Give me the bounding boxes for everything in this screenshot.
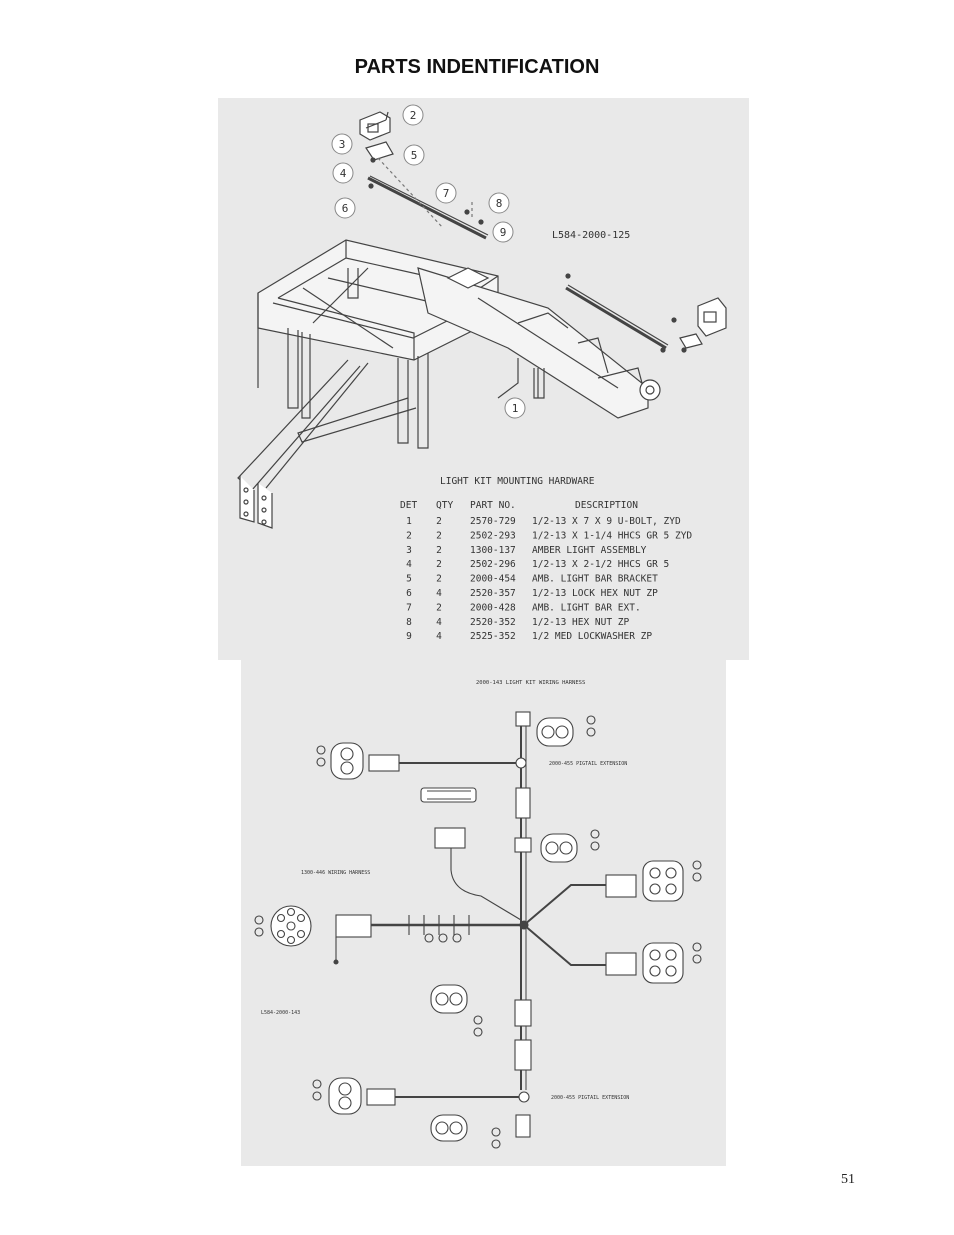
table-cell: 6 (406, 588, 412, 599)
mounting-drawing: 2 3 5 4 6 7 8 9 1 L584-2000-125 LIGHT KI… (237, 104, 727, 642)
u-bolt (533, 368, 545, 399)
table-cell: 2000-428 (470, 602, 516, 613)
callout-3 (331, 133, 353, 155)
svg-text:QTY: QTY (436, 500, 453, 511)
table-cell: 9 (406, 631, 412, 642)
table-cell: 2 (436, 545, 442, 556)
light-bar-extension (367, 176, 487, 240)
parts-table: LIGHT KIT MOUNTING HARDWARE DET QTY PART… (400, 476, 692, 642)
table-cell: 1/2-13 LOCK HEX NUT ZP (532, 588, 658, 599)
plug-bottom-center (430, 1114, 468, 1142)
svg-text:2: 2 (410, 109, 417, 122)
svg-text:1: 1 (512, 402, 519, 415)
table-cell: 2502-296 (470, 559, 516, 570)
harness-drawing: 2000-143 LIGHT KIT WIRING HARNESS (254, 680, 702, 1149)
svg-text:DET: DET (400, 500, 417, 511)
table-cell: 2 (406, 530, 412, 541)
table-cell: 2 (436, 559, 442, 570)
callout-4 (332, 162, 354, 184)
table-row: 9 4 2525-352 1/2 MED LOCKWASHER ZP (406, 631, 652, 642)
table-row: 6 4 2520-357 1/2-13 LOCK HEX NUT ZP (406, 588, 658, 599)
table-cell: 2 (436, 530, 442, 541)
seven-pin-plug (270, 905, 312, 947)
plug-top-right (536, 717, 574, 747)
connector-right-top (642, 860, 684, 902)
table-row: 5 2 2000-454 AMB. LIGHT BAR BRACKET (406, 574, 658, 585)
table-row: 3 2 1300-137 AMBER LIGHT ASSEMBLY (406, 545, 647, 556)
svg-text:9: 9 (500, 226, 507, 239)
table-cell: 4 (406, 559, 412, 570)
callout-7 (435, 182, 457, 204)
table-cell: 3 (406, 545, 412, 556)
table-row: 2 2 2502-293 1/2-13 X 1-1/4 HHCS GR 5 ZYD (406, 530, 692, 541)
harness-drawing-panel: 2000-143 LIGHT KIT WIRING HARNESS (241, 660, 726, 1166)
callout-6 (334, 197, 356, 219)
callout-5 (403, 144, 425, 166)
table-cell: 2520-357 (470, 588, 516, 599)
svg-text:7: 7 (443, 187, 450, 200)
svg-text:5: 5 (411, 149, 418, 162)
table-cell: 2520-352 (470, 617, 516, 628)
table-cell: AMB. LIGHT BAR EXT. (532, 602, 641, 613)
table-row: 7 2 2000-428 AMB. LIGHT BAR EXT. (406, 602, 641, 613)
table-cell: 1/2-13 HEX NUT ZP (532, 617, 630, 628)
pigtail-label-top: 2000-455 PIGTAIL EXTENSION (549, 761, 627, 767)
svg-text:PART NO.: PART NO. (470, 500, 516, 511)
drawing-number: L584-2000-125 (552, 230, 630, 241)
table-row: 8 4 2520-352 1/2-13 HEX NUT ZP (406, 617, 629, 628)
table-cell: 4 (436, 631, 442, 642)
callout-8 (488, 192, 510, 214)
trailer-frame (237, 239, 661, 529)
callout-1 (504, 397, 526, 419)
table-cell: 2 (436, 516, 442, 527)
table-cell: 1/2-13 X 7 X 9 U-BOLT, ZYD (532, 516, 681, 527)
callout-9 (492, 221, 514, 243)
table-cell: 2502-293 (470, 530, 516, 541)
table-cell: 2 (436, 574, 442, 585)
plug-mid-left (430, 984, 468, 1014)
table-cell: 1/2 MED LOCKWASHER ZP (532, 631, 652, 642)
table-cell: 2000-454 (470, 574, 516, 585)
harness-title: 2000-143 LIGHT KIT WIRING HARNESS (476, 680, 585, 686)
table-cell: AMB. LIGHT BAR BRACKET (532, 574, 658, 585)
table-cell: 7 (406, 602, 412, 613)
table-cell: 1300-137 (470, 545, 516, 556)
table-row: 4 2 2502-296 1/2-13 X 2-1/2 HHCS GR 5 (406, 559, 669, 570)
page-number: 51 (841, 1172, 855, 1187)
table-cell: 2570-729 (470, 516, 516, 527)
table-cell: 8 (406, 617, 412, 628)
callout-2 (402, 104, 424, 126)
table-cell: 5 (406, 574, 412, 585)
mounting-drawing-panel: 2 3 5 4 6 7 8 9 1 L584-2000-125 LIGHT KI… (218, 98, 749, 660)
flasher-module (420, 787, 477, 803)
svg-text:4: 4 (340, 167, 347, 180)
connector-right-bottom (642, 942, 684, 984)
table-cell: AMBER LIGHT ASSEMBLY (532, 545, 647, 556)
wiring-harness-label: 1300-446 WIRING HARNESS (301, 870, 370, 876)
table-cell: 4 (436, 617, 442, 628)
svg-text:3: 3 (339, 138, 346, 151)
amber-light-assembly (359, 111, 394, 161)
plug-left-bottom (328, 1077, 362, 1115)
pigtail-label-bottom: 2000-455 PIGTAIL EXTENSION (551, 1095, 629, 1101)
svg-text:DESCRIPTION: DESCRIPTION (575, 500, 638, 511)
svg-text:8: 8 (496, 197, 503, 210)
table-cell: 1/2-13 X 1-1/4 HHCS GR 5 ZYD (532, 530, 692, 541)
table-cell: 2 (436, 602, 442, 613)
svg-text:6: 6 (342, 202, 349, 215)
table-title: LIGHT KIT MOUNTING HARDWARE (440, 476, 595, 487)
table-row: 1 2 2570-729 1/2-13 X 7 X 9 U-BOLT, ZYD (406, 516, 681, 527)
table-cell: 1 (406, 516, 412, 527)
wiring-harness-plug-body (335, 914, 372, 938)
table-cell: 2525-352 (470, 631, 516, 642)
table-cell: 1/2-13 X 2-1/2 HHCS GR 5 (532, 559, 669, 570)
table-cell: 4 (436, 588, 442, 599)
page-title: PARTS INDENTIFICATION (354, 56, 600, 78)
plug-left-top (330, 742, 364, 780)
harness-drawing-number: L584-2000-143 (261, 1010, 300, 1016)
